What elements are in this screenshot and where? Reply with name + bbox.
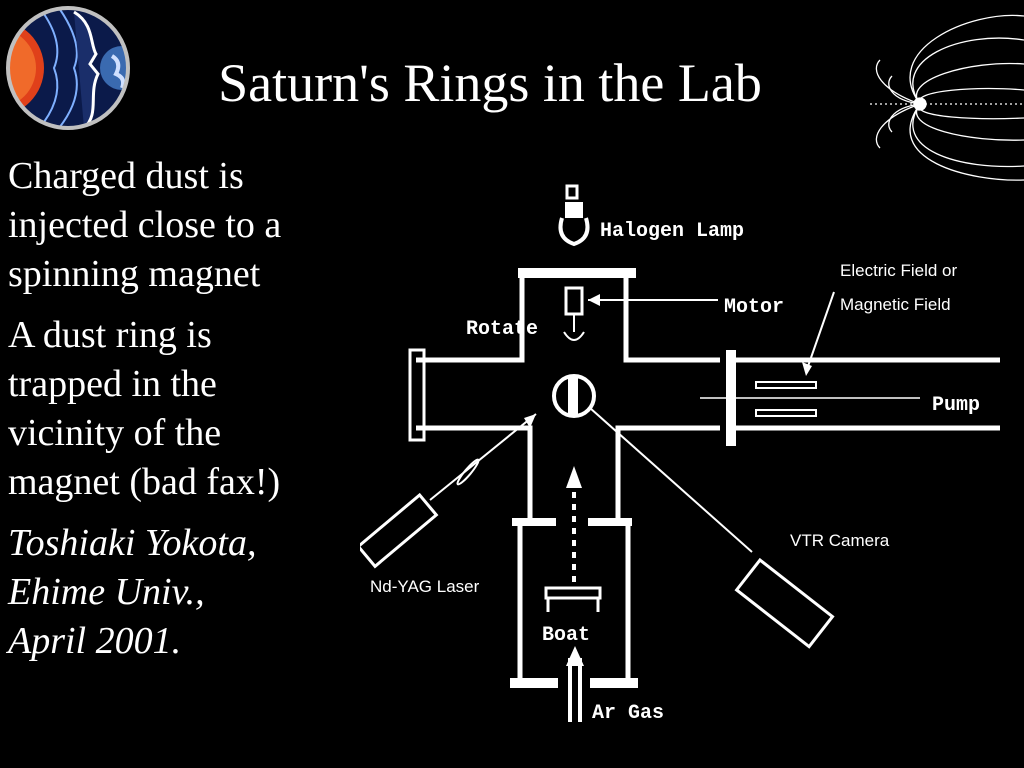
motor-icon <box>564 286 584 316</box>
boat-label: Boat <box>542 624 590 647</box>
bullet-3-line-3: April 2001. <box>8 620 182 662</box>
spinning-magnet-icon <box>552 374 596 418</box>
bullet-list: Charged dust is injected close to a spin… <box>8 152 388 678</box>
apparatus-diagram: Halogen Lamp Electric Field or Magnetic … <box>360 184 1000 725</box>
bullet-1-line-1: Charged dust is <box>8 155 244 197</box>
bullet-item-1: Charged dust is injected close to a spin… <box>8 152 388 299</box>
halogen-lamp-icon <box>565 202 583 218</box>
bullet-1-line-2: injected close to a <box>8 204 282 246</box>
slide-title: Saturn's Rings in the Lab <box>218 53 762 113</box>
electric-field-label: Electric Field or <box>840 261 957 280</box>
halogen-lamp-label: Halogen Lamp <box>600 220 744 243</box>
vtr-camera-label: VTR Camera <box>790 531 890 550</box>
vtr-camera-icon <box>734 557 835 649</box>
bullet-2-line-3: vicinity of the <box>8 412 222 454</box>
nd-yag-laser-label: Nd-YAG Laser <box>370 577 480 596</box>
ar-gas-label: Ar Gas <box>592 702 664 725</box>
magnetosphere-icon <box>870 14 1024 181</box>
bullet-1-line-3: spinning magnet <box>8 253 261 295</box>
pump-label: Pump <box>932 394 980 417</box>
magnetic-field-label: Magnetic Field <box>840 295 951 314</box>
nd-yag-laser-icon <box>360 492 439 569</box>
sun-earth-logo-icon <box>6 6 130 130</box>
bullet-2-line-4: magnet (bad fax!) <box>8 461 281 503</box>
bullet-3-line-1: Toshiaki Yokota, <box>8 522 257 564</box>
bullet-item-2: A dust ring is trapped in the vicinity o… <box>8 311 388 507</box>
bullet-2-line-1: A dust ring is <box>8 314 212 356</box>
rotate-label: Rotate <box>466 318 538 341</box>
bullet-item-3-credit: Toshiaki Yokota, Ehime Univ., April 2001… <box>8 519 388 666</box>
motor-label: Motor <box>724 296 784 319</box>
bullet-2-line-2: trapped in the <box>8 363 217 405</box>
bullet-3-line-2: Ehime Univ., <box>8 571 205 613</box>
boat-icon <box>544 586 602 600</box>
